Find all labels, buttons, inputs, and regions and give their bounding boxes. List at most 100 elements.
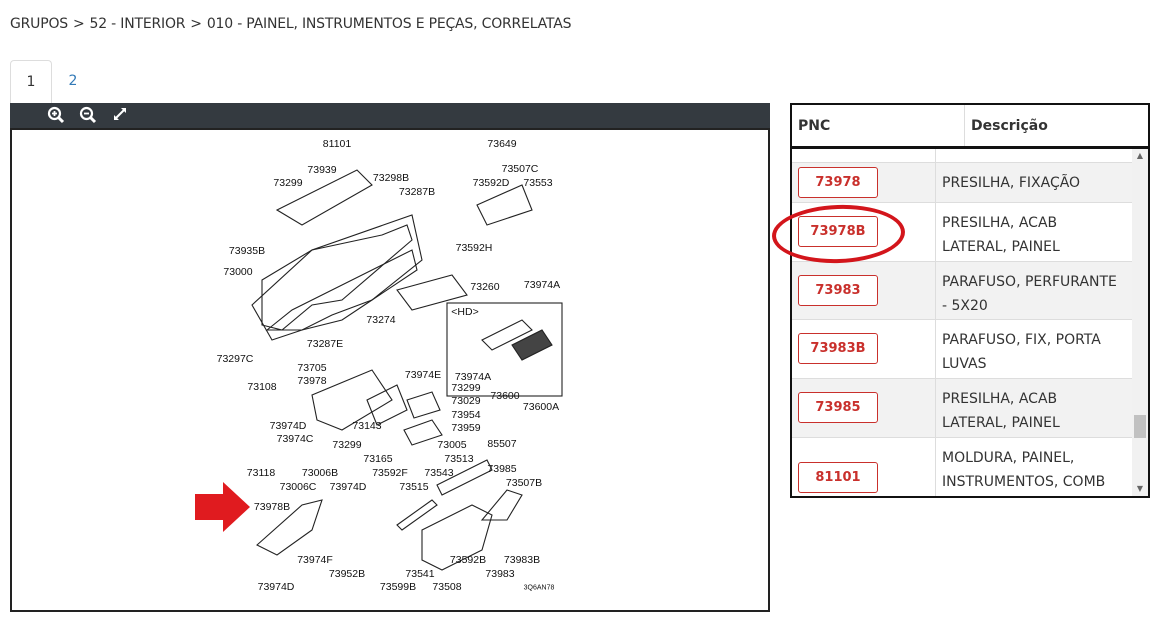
part-callout-label[interactable]: 73600 xyxy=(490,390,520,402)
scroll-down-icon[interactable]: ▼ xyxy=(1136,484,1144,493)
part-callout-label[interactable]: 73108 xyxy=(247,381,277,393)
part-callout-label[interactable]: 73515 xyxy=(399,481,429,493)
part-callout-label[interactable]: 73592H xyxy=(455,242,493,254)
part-callout-label[interactable]: 73974F xyxy=(297,554,333,566)
part-callout-label[interactable]: 73298B xyxy=(372,172,410,184)
part-callout-label[interactable]: 73118 xyxy=(246,467,276,479)
part-callout-label[interactable]: 73592F xyxy=(372,467,408,479)
row-description: MOLDURA, PAINEL, INSTRUMENTOS, COMB (DES… xyxy=(935,438,1132,496)
scroll-up-icon[interactable]: ▲ xyxy=(1136,151,1144,160)
part-callout-label[interactable]: 73006C xyxy=(279,481,317,493)
part-callout-label[interactable]: 73541 xyxy=(405,568,435,580)
table-row: 73983B PARAFUSO, FIX, PORTA LUVAS xyxy=(792,320,1132,379)
pnc-button[interactable]: 81101 xyxy=(798,462,878,493)
part-callout-label[interactable]: 73005 xyxy=(437,439,467,451)
part-callout-label[interactable]: 73705 xyxy=(297,362,327,374)
row-description: PARAFUSO, PERFURANTE - 5X20 xyxy=(935,262,1132,319)
part-callout-label[interactable]: 73983B xyxy=(503,554,541,566)
part-callout-label[interactable]: 73978B xyxy=(253,501,291,513)
part-callout-label[interactable]: 73599B xyxy=(379,581,417,593)
breadcrumb-interior[interactable]: 52 - INTERIOR xyxy=(89,16,186,32)
table-row-partial xyxy=(792,149,1132,165)
row-description: PRESILHA, FIXAÇÃO xyxy=(935,163,1132,202)
diagram-toolbar xyxy=(10,103,770,128)
part-callout-label[interactable]: 73974C xyxy=(276,433,314,445)
part-callout-label[interactable]: 73959 xyxy=(451,422,481,434)
header-pnc[interactable]: PNC xyxy=(798,118,831,134)
part-callout-label[interactable]: <HD> xyxy=(451,306,479,318)
table-header: PNC Descrição xyxy=(792,105,1148,149)
parts-drawing xyxy=(251,169,563,571)
part-callout-label[interactable]: 73000 xyxy=(223,266,253,278)
part-callout-label[interactable]: 73287B xyxy=(398,186,436,198)
part-callout-label[interactable]: 73974A xyxy=(523,279,561,291)
scrollbar-thumb[interactable] xyxy=(1134,415,1146,438)
red-arrow-annotation xyxy=(195,482,250,532)
pnc-button[interactable]: 73978B xyxy=(798,216,878,247)
part-callout-label[interactable]: 73507B xyxy=(505,477,543,489)
part-callout-label[interactable]: 73974D xyxy=(329,481,367,493)
row-description: PRESILHA, ACAB LATERAL, PAINEL xyxy=(935,203,1132,261)
part-callout-label[interactable]: 73952B xyxy=(328,568,366,580)
diagram-tabs: 1 2 xyxy=(10,60,770,103)
part-callout-label[interactable]: 73029 xyxy=(451,395,481,407)
breadcrumb-separator: > xyxy=(72,16,85,32)
part-callout-label[interactable]: 73143 xyxy=(352,420,382,432)
table-scrollbar[interactable]: ▲ ▼ xyxy=(1132,149,1148,496)
pnc-button[interactable]: 73983 xyxy=(798,275,878,306)
table-row: 73985 PRESILHA, ACAB LATERAL, PAINEL xyxy=(792,379,1132,438)
part-callout-label[interactable]: 73592D xyxy=(472,177,510,189)
table-row: 73983 PARAFUSO, PERFURANTE - 5X20 xyxy=(792,262,1132,320)
part-callout-label[interactable]: 85507 xyxy=(487,438,517,450)
part-callout-label[interactable]: 73592B xyxy=(449,554,487,566)
row-description xyxy=(935,149,1132,165)
pnc-button[interactable]: 73983B xyxy=(798,333,878,364)
row-description: PRESILHA, ACAB LATERAL, PAINEL xyxy=(935,379,1132,437)
row-description: PARAFUSO, FIX, PORTA LUVAS xyxy=(935,320,1132,378)
part-callout-label[interactable]: 73165 xyxy=(363,453,393,465)
breadcrumb-separator: > xyxy=(190,16,202,32)
part-callout-label[interactable]: 73260 xyxy=(470,281,500,293)
part-callout-label[interactable]: 73553 xyxy=(523,177,553,189)
part-callout-label[interactable]: 73974D xyxy=(269,420,307,432)
part-callout-label[interactable]: 73299 xyxy=(273,177,303,189)
part-callout-label[interactable]: 73274 xyxy=(366,314,396,326)
part-callout-label[interactable]: 81101 xyxy=(322,138,352,150)
part-callout-label[interactable]: 73006B xyxy=(301,467,339,479)
zoom-in-icon[interactable] xyxy=(46,106,66,126)
part-callout-label[interactable]: 73543 xyxy=(424,467,454,479)
pnc-button[interactable]: 73978 xyxy=(798,167,878,198)
part-callout-label[interactable]: 73939 xyxy=(307,164,337,176)
table-row: 81101 MOLDURA, PAINEL, INSTRUMENTOS, COMB… xyxy=(792,438,1132,496)
part-callout-label[interactable]: 73513 xyxy=(444,453,474,465)
table-row: 73978B PRESILHA, ACAB LATERAL, PAINEL xyxy=(792,203,1132,262)
zoom-out-icon[interactable] xyxy=(78,106,98,126)
part-callout-label[interactable]: 73978 xyxy=(297,375,327,387)
part-callout-label[interactable]: 73508 xyxy=(432,581,462,593)
part-callout-label[interactable]: 73507C xyxy=(501,163,539,175)
part-callout-label[interactable]: 73974A xyxy=(454,371,492,383)
part-callout-label[interactable]: 73983 xyxy=(485,568,515,580)
header-descricao[interactable]: Descrição xyxy=(964,105,1054,146)
part-callout-label[interactable]: 73649 xyxy=(487,138,517,150)
pnc-button[interactable]: 73985 xyxy=(798,392,878,423)
breadcrumb-current: 010 - PAINEL, INSTRUMENTOS E PEÇAS, CORR… xyxy=(206,16,572,32)
part-callout-label[interactable]: 73299 xyxy=(451,382,481,394)
part-callout-label[interactable]: 73985 xyxy=(487,463,517,475)
part-callout-label[interactable]: 73954 xyxy=(451,409,481,421)
tab-1[interactable]: 1 xyxy=(10,60,52,103)
tab-2[interactable]: 2 xyxy=(68,73,78,89)
breadcrumb: GRUPOS>52 - INTERIOR>010 - PAINEL, INSTR… xyxy=(10,16,576,32)
parts-diagram[interactable]: 81101 73939 73299 73298B 73287B 73935B 73000 73… xyxy=(10,128,770,612)
expand-icon[interactable] xyxy=(110,106,130,126)
part-callout-label[interactable]: 73600A xyxy=(522,401,560,413)
parts-table: PNC Descrição 73978 PRESILHA, FIXAÇÃO 739… xyxy=(790,103,1150,498)
breadcrumb-groups[interactable]: GRUPOS xyxy=(10,16,68,32)
part-callout-label[interactable]: 73287E xyxy=(306,338,344,350)
part-callout-label[interactable]: 73974E xyxy=(404,369,442,381)
part-callout-label[interactable]: 73974D xyxy=(257,581,295,593)
diagram-code-label: 3Q6AN78 xyxy=(523,584,555,592)
part-callout-label[interactable]: 73299 xyxy=(332,439,362,451)
part-callout-label[interactable]: 73935B xyxy=(228,245,266,257)
part-callout-label[interactable]: 73297C xyxy=(216,353,254,365)
